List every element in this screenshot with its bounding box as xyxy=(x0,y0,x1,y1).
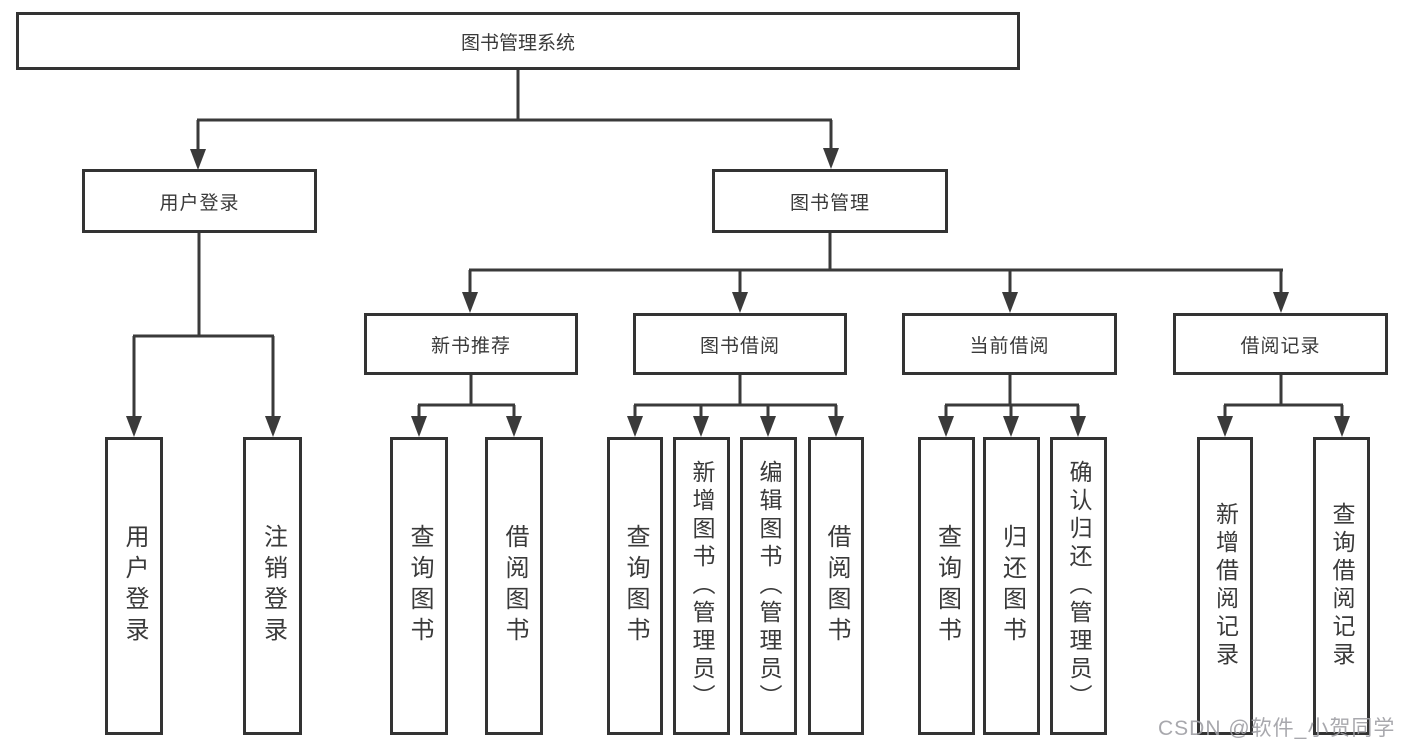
leaf-confirm-return-admin: 确认归还（管理员） xyxy=(1050,437,1107,735)
edge-bookmgmt-to-level3 xyxy=(462,233,1289,313)
edge-borrow-to-leaves xyxy=(627,375,844,437)
leaf-user-login: 用户登录 xyxy=(105,437,163,735)
node-borrowing-records: 借阅记录 xyxy=(1173,313,1388,375)
leaf-borrow-books-recommend: 借阅图书 xyxy=(485,437,543,735)
leaf-query-books-current: 查询图书 xyxy=(918,437,975,735)
leaf-logout: 注销登录 xyxy=(243,437,302,735)
leaf-borrow-books: 借阅图书 xyxy=(808,437,864,735)
root-node-library-system: 图书管理系统 xyxy=(16,12,1020,70)
leaf-add-books-admin: 新增图书（管理员） xyxy=(673,437,730,735)
leaf-query-books-recommend: 查询图书 xyxy=(390,437,448,735)
leaf-return-books: 归还图书 xyxy=(983,437,1040,735)
node-current-borrowing: 当前借阅 xyxy=(902,313,1117,375)
node-new-book-recommendation: 新书推荐 xyxy=(364,313,578,375)
edge-newbook-to-leaves xyxy=(411,375,522,437)
edge-userlogin-to-leaves xyxy=(126,233,281,437)
leaf-query-books-borrow: 查询图书 xyxy=(607,437,663,735)
node-book-borrowing: 图书借阅 xyxy=(633,313,847,375)
node-book-management: 图书管理 xyxy=(712,169,948,233)
leaf-query-borrow-record: 查询借阅记录 xyxy=(1313,437,1370,735)
leaf-add-borrow-record: 新增借阅记录 xyxy=(1197,437,1253,735)
edge-current-to-leaves xyxy=(938,375,1086,437)
edge-root-to-level2 xyxy=(190,70,839,170)
csdn-watermark: CSDN @软件_小贺同学 xyxy=(1158,717,1396,740)
node-user-login: 用户登录 xyxy=(82,169,317,233)
edge-records-to-leaves xyxy=(1217,375,1350,437)
leaf-edit-books-admin: 编辑图书（管理员） xyxy=(740,437,797,735)
